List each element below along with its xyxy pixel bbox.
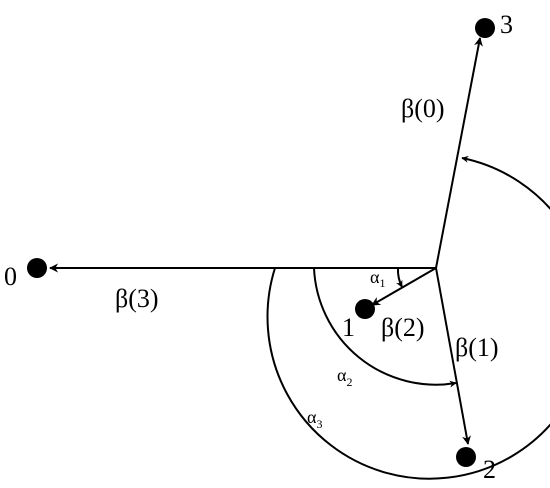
node-2-label: 2	[483, 455, 496, 484]
angle-alpha3-sub: 3	[316, 417, 322, 431]
node-0-dot	[27, 258, 47, 278]
vector-beta1-label: β(1)	[455, 333, 499, 362]
angle-alpha1-label: α1	[370, 267, 385, 290]
node-3-dot	[475, 18, 495, 38]
node-1-label: 1	[342, 313, 355, 342]
angle-alpha3-label: α3	[307, 407, 322, 431]
arc-alpha3	[266, 155, 550, 480]
vector-beta2-label: β(2)	[381, 313, 425, 342]
angle-alpha2-sub: 2	[346, 375, 352, 389]
node-3-label: 3	[500, 10, 513, 39]
arc-alpha1	[396, 267, 403, 288]
angle-alpha3-symbol: α	[307, 407, 317, 427]
vector-beta0-label: β(0)	[401, 94, 445, 123]
angle-alpha1-sub: 1	[379, 276, 385, 290]
node-2-dot	[456, 447, 476, 467]
angle-alpha2-label: α2	[337, 365, 352, 389]
vector-beta2	[371, 267, 437, 306]
arc-alpha2	[313, 267, 457, 388]
angle-alpha1-symbol: α	[370, 267, 380, 287]
vector-beta1	[435, 267, 471, 445]
node-1-dot	[355, 299, 375, 319]
vector-beta0	[435, 37, 483, 269]
vector-beta3-label: β(3)	[115, 284, 159, 313]
angle-alpha2-symbol: α	[337, 365, 347, 385]
node-0-label: 0	[4, 262, 17, 291]
